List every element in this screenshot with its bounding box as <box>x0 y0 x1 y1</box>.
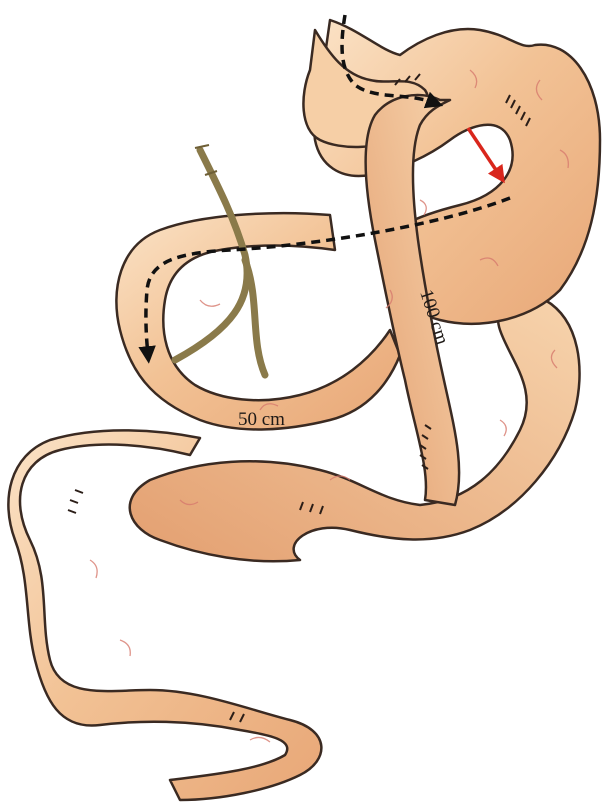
gastric-remnant <box>314 20 600 324</box>
label-50cm: 50 cm <box>238 409 285 430</box>
jejunum-segment <box>130 294 580 561</box>
red-marker-arrow <box>468 128 500 176</box>
